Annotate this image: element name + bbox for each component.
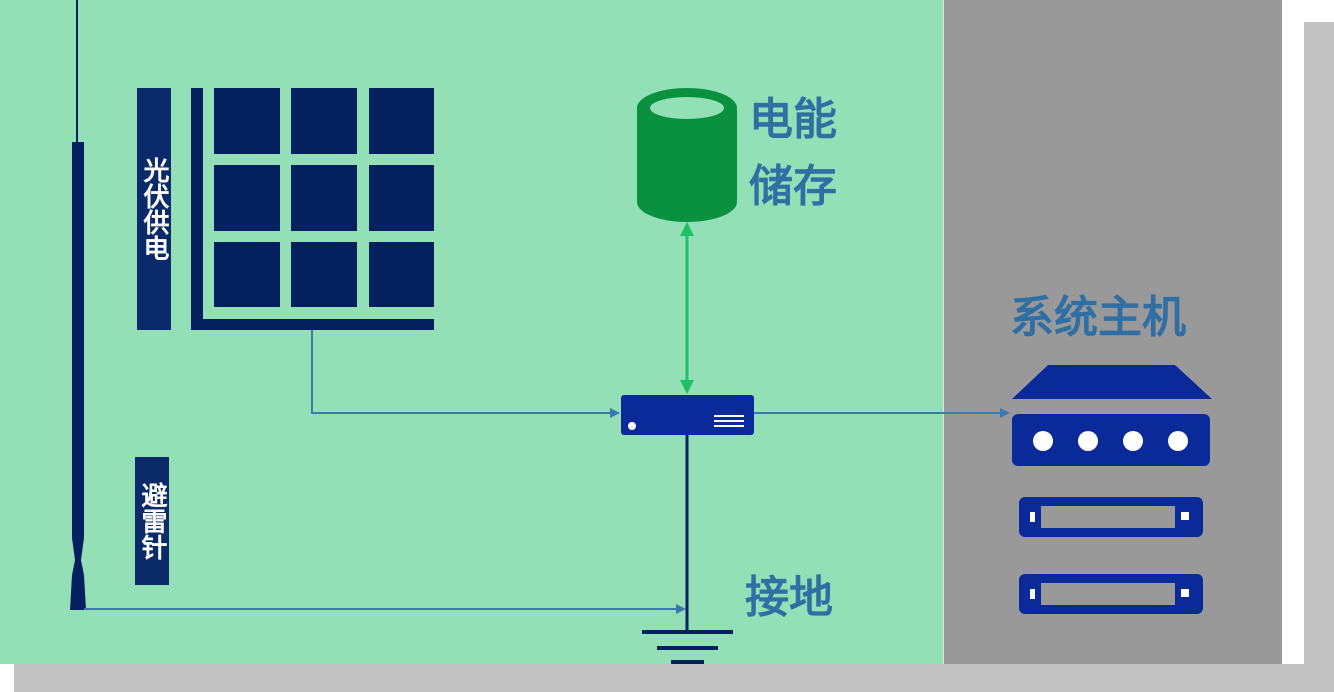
solar-label: 光伏供电 <box>137 88 171 330</box>
host-server-icon <box>1012 365 1212 614</box>
ground-symbol-icon <box>642 630 733 664</box>
solar-wire <box>311 330 620 418</box>
shadow-bottom <box>14 664 1334 692</box>
storage-label-line2: 储存 <box>749 161 837 212</box>
controller-device-icon <box>621 395 754 435</box>
ground-label: 接地 <box>745 572 833 623</box>
storage-cylinder-icon <box>637 88 737 222</box>
gray-zone <box>944 0 1282 664</box>
solar-panel-icon <box>191 88 434 330</box>
lightning-rod-label: 避雷针 <box>135 457 169 585</box>
host-label: 系统主机 <box>1010 292 1186 343</box>
lightning-rod-icon <box>70 0 86 610</box>
shadow-right <box>1304 22 1334 692</box>
storage-label-line1: 电能 <box>749 94 837 145</box>
